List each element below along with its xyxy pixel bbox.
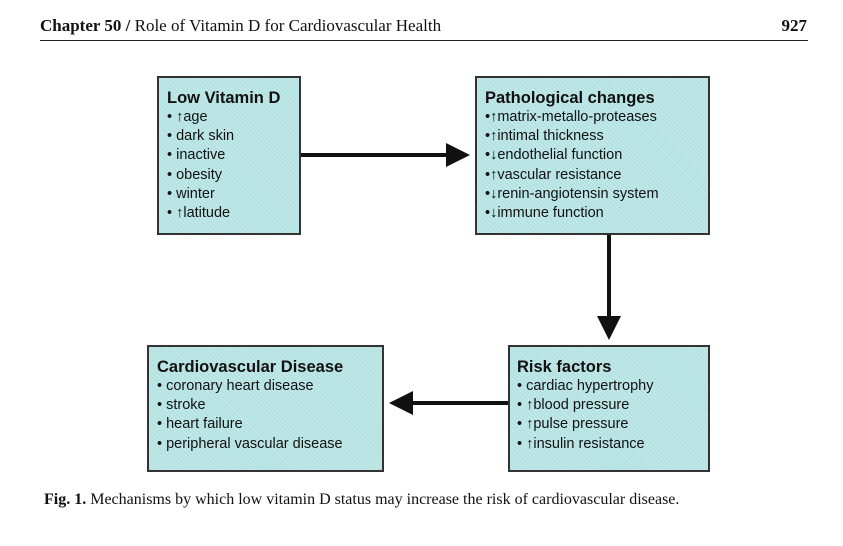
box-title: Cardiovascular Disease <box>157 358 344 376</box>
list-item: • peripheral vascular disease <box>157 435 343 452</box>
box-risk-factors: Risk factors • cardiac hypertrophy • ↑bl… <box>508 345 710 472</box>
caption-label: Fig. 1. <box>44 491 87 508</box>
list-item: • ↑insulin resistance <box>517 435 645 452</box>
list-item: •↑vascular resistance <box>485 166 622 183</box>
list-item: • coronary heart disease <box>157 378 314 394</box>
box-title: Low Vitamin D <box>167 89 281 107</box>
list-item: • ↑latitude <box>167 205 231 222</box>
list-item: • ↑blood pressure <box>517 397 630 414</box>
list-item: • obesity <box>167 166 223 183</box>
box-pathological-changes: Pathological changes •↑matrix-metallo-pr… <box>475 76 710 235</box>
page-number: 927 <box>781 16 808 35</box>
chapter-title: Role of Vitamin D for Cardiovascular Hea… <box>134 16 442 35</box>
list-item: •↓immune function <box>485 205 604 222</box>
box-title: Risk factors <box>517 358 612 376</box>
list-item: • winter <box>167 185 215 202</box>
list-item: • ↑pulse pressure <box>517 416 629 433</box>
list-item: •↑matrix-metallo-proteases <box>485 109 657 125</box>
running-header: Chapter 50 / Role of Vitamin D for Cardi… <box>40 16 441 36</box>
box-cardiovascular-disease: Cardiovascular Disease • coronary heart … <box>147 345 384 472</box>
list-item: • inactive <box>167 147 226 164</box>
header-rule <box>40 40 808 41</box>
list-item: •↓renin-angiotensin system <box>485 185 659 202</box>
chapter-label: Chapter 50 / <box>40 16 131 35</box>
caption-text: Mechanisms by which low vitamin D status… <box>90 491 680 508</box>
list-item: • ↑age <box>167 109 208 125</box>
box-low-vitamin-d: Low Vitamin D • ↑age • dark skin • inact… <box>157 76 301 235</box>
figure-caption: Fig. 1. Mechanisms by which low vitamin … <box>44 491 679 509</box>
list-item: • dark skin <box>167 128 235 145</box>
list-item: • cardiac hypertrophy <box>517 378 654 394</box>
box-title: Pathological changes <box>485 89 655 107</box>
list-item: •↑intimal thickness <box>485 128 604 145</box>
list-item: •↓endothelial function <box>485 147 623 164</box>
list-item: • heart failure <box>157 416 243 433</box>
list-item: • stroke <box>157 397 206 414</box>
